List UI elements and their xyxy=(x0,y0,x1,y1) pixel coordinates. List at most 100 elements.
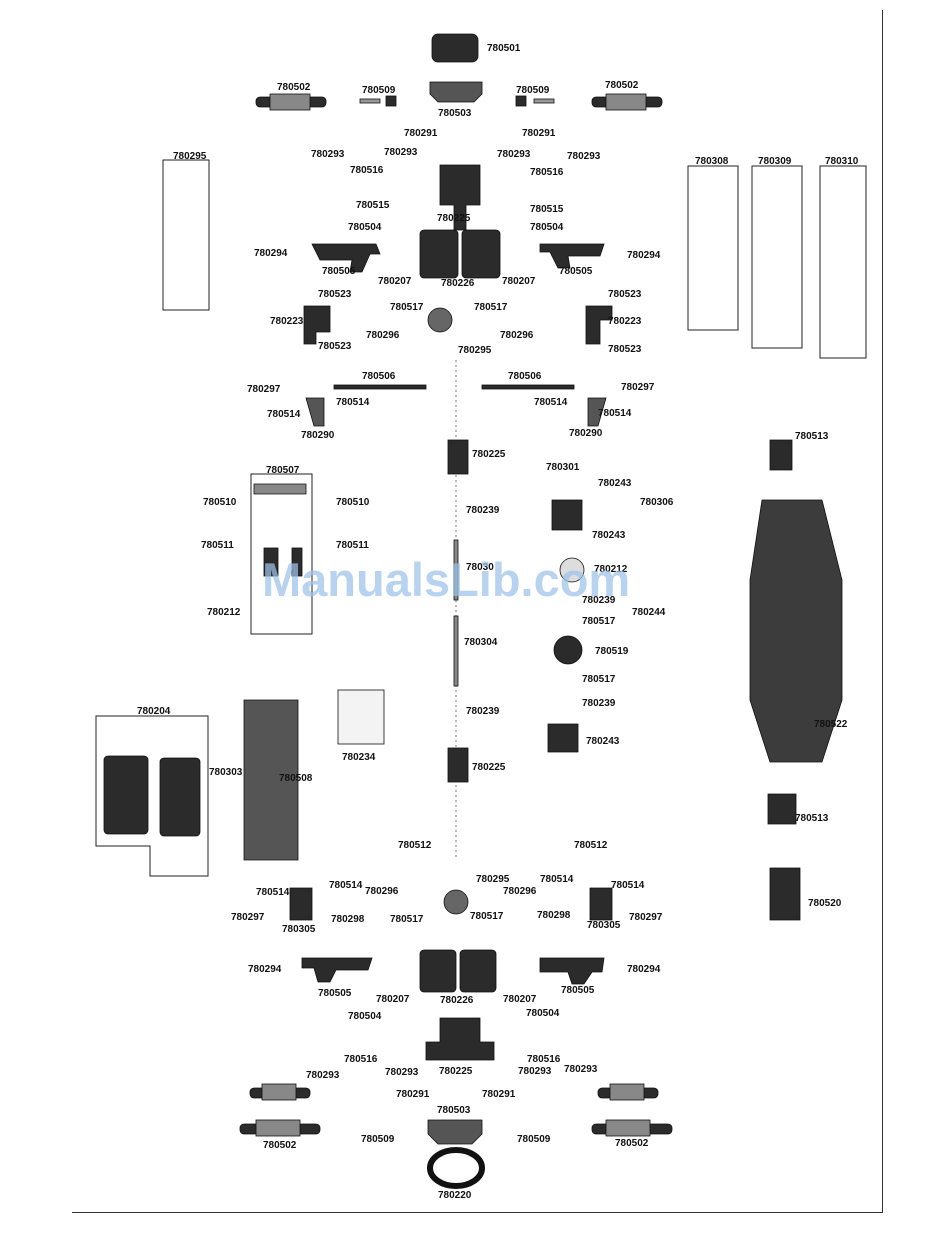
part-label: 780523 xyxy=(608,344,642,355)
part-label: 780294 xyxy=(627,964,661,975)
part-780305-right xyxy=(589,887,613,921)
part-780503-top xyxy=(429,81,483,103)
part-780507-bar xyxy=(253,483,307,495)
part-label: 780514 xyxy=(598,408,632,419)
part-780506-right xyxy=(481,384,575,390)
part-780226-upper-left xyxy=(419,229,459,279)
part-label: 780207 xyxy=(502,276,536,287)
part-label: 780294 xyxy=(254,248,288,259)
part-label: 780522 xyxy=(814,719,848,730)
part-label: 780223 xyxy=(270,316,304,327)
part-label: 780226 xyxy=(440,995,474,1006)
part-label: 780501 xyxy=(487,43,521,54)
part-label: 780225 xyxy=(472,449,506,460)
part-label: 780505 xyxy=(559,266,593,277)
part-label: 780503 xyxy=(438,108,472,119)
part-label: 780517 xyxy=(390,302,424,313)
part-label: 780520 xyxy=(808,898,842,909)
part-label: 780295 xyxy=(458,345,492,356)
part-label: 780510 xyxy=(203,497,237,508)
part-label: 780509 xyxy=(361,1134,395,1145)
part-label: 780514 xyxy=(540,874,574,885)
part-label: 780512 xyxy=(398,840,432,851)
part-label: 780513 xyxy=(795,813,829,824)
part-780503-lower xyxy=(427,1119,483,1145)
part-label: 780297 xyxy=(247,384,281,395)
part-label: 780514 xyxy=(534,397,568,408)
group-box-780308 xyxy=(687,165,739,331)
part-label: 780504 xyxy=(348,1011,382,1022)
part-label: 780517 xyxy=(470,911,504,922)
part-780305-left xyxy=(289,887,313,921)
part-label: 780207 xyxy=(378,276,412,287)
part-label: 780239 xyxy=(466,505,500,516)
part-780225-lower xyxy=(425,1017,495,1061)
part-label: 780243 xyxy=(586,736,620,747)
part-label: 780293 xyxy=(306,1070,340,1081)
part-label: 780502 xyxy=(263,1140,297,1151)
part-label: 780305 xyxy=(282,924,316,935)
part-780304 xyxy=(453,615,459,687)
part-label: 780505 xyxy=(322,266,356,277)
part-label: 780503 xyxy=(437,1105,471,1116)
part-label: 780502 xyxy=(615,1138,649,1149)
part-780290-right xyxy=(587,397,607,427)
part-label: 780294 xyxy=(248,964,282,975)
part-label: 780523 xyxy=(318,289,352,300)
shock-left-top xyxy=(255,93,327,111)
part-label: 780204 xyxy=(137,706,171,717)
part-label: 780514 xyxy=(336,397,370,408)
part-label: 780504 xyxy=(348,222,382,233)
part-label: 780514 xyxy=(267,409,301,420)
part-label: 780514 xyxy=(256,887,290,898)
part-label: 780517 xyxy=(582,674,616,685)
group-box-780310 xyxy=(819,165,867,359)
part-label: 780239 xyxy=(466,706,500,717)
part-label: 780239 xyxy=(582,595,616,606)
part-label: 780508 xyxy=(279,773,313,784)
part-label: 780507 xyxy=(266,465,300,476)
part-780501 xyxy=(431,33,479,63)
part-780508 xyxy=(243,699,299,861)
part-label: 780516 xyxy=(530,167,564,178)
part-780225-lower-mid xyxy=(447,747,469,783)
part-label: 780523 xyxy=(608,289,642,300)
part-780505-lower-right xyxy=(539,957,605,985)
part-780505-lower-left xyxy=(301,957,373,983)
shock-right-top xyxy=(591,93,663,111)
part-label: 780296 xyxy=(500,330,534,341)
part-label: 780514 xyxy=(329,880,363,891)
part-label: 780301 xyxy=(546,462,580,473)
part-label: 780310 xyxy=(825,156,859,167)
page-frame xyxy=(72,10,883,1213)
part-780204-lower xyxy=(103,755,149,835)
shock-left-lower-1 xyxy=(249,1083,311,1101)
part-label: 780290 xyxy=(301,430,335,441)
part-780522 xyxy=(749,499,843,763)
part-label: 780291 xyxy=(404,128,438,139)
part-label: 780220 xyxy=(438,1190,472,1201)
part-label: 780502 xyxy=(277,82,311,93)
part-label: 780296 xyxy=(366,330,400,341)
part-differential-upper xyxy=(427,307,453,333)
part-label: 780514 xyxy=(611,880,645,891)
part-label: 780297 xyxy=(629,912,663,923)
part-780234 xyxy=(337,689,385,745)
part-label: 780519 xyxy=(595,646,629,657)
part-label: 780291 xyxy=(482,1089,516,1100)
part-label: 780308 xyxy=(695,156,729,167)
part-label: 780511 xyxy=(336,540,369,551)
part-780212-ring xyxy=(559,557,585,583)
part-label: 780296 xyxy=(365,886,399,897)
part-780520 xyxy=(769,867,801,921)
part-label: 780516 xyxy=(344,1054,378,1065)
shock-right-lower-2 xyxy=(591,1119,673,1137)
group-box-780309 xyxy=(751,165,803,349)
part-label: 780297 xyxy=(621,382,655,393)
part-label: 780505 xyxy=(561,985,595,996)
part-label: 780297 xyxy=(231,912,265,923)
part-label: 780505 xyxy=(318,988,352,999)
part-label: 780212 xyxy=(594,564,628,575)
